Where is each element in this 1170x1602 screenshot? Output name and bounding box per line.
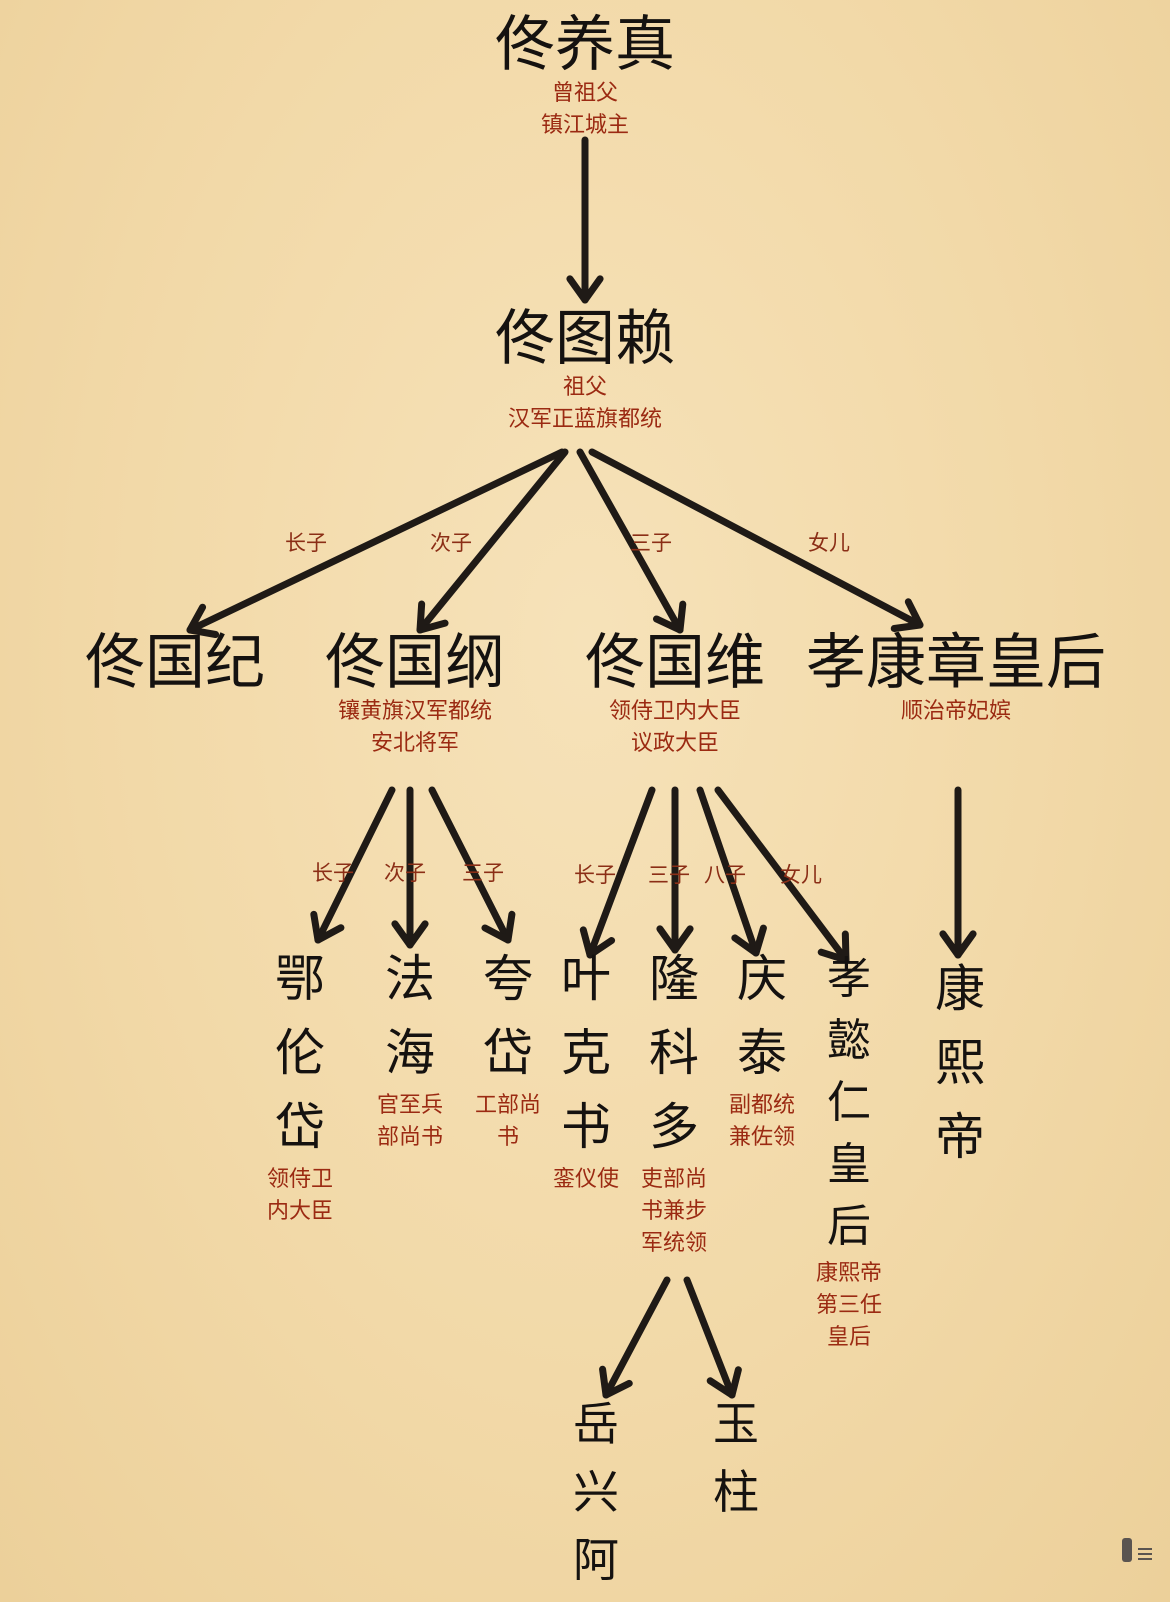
arrowhead-icon <box>656 925 694 954</box>
node-title: 安北将军 <box>370 731 459 756</box>
edge-tulai-guogang <box>416 448 569 634</box>
arrowhead-icon <box>416 600 449 634</box>
edge-relation-label: 长子 <box>285 531 327 555</box>
node-name: 佟国纪 <box>85 628 265 698</box>
node-title: 镶黄旗汉军都统 <box>337 699 492 724</box>
node-name: 鄂伦岱 <box>275 950 325 1156</box>
edge-relation-label: 次子 <box>384 861 426 885</box>
node-name: 康熙帝 <box>935 960 985 1166</box>
arrowhead-icon <box>652 600 687 634</box>
node-fahai: 法海 官至兵部尚书 <box>370 942 450 1154</box>
menu-icon[interactable] <box>1138 1548 1152 1560</box>
node-name: 孝康章皇后 <box>806 628 1106 698</box>
edge-guowei-yekeshu <box>586 786 656 959</box>
arrowhead-icon <box>566 275 604 304</box>
node-name: 庆泰 <box>737 950 787 1082</box>
node-tong-guogang: 佟国纲 镶黄旗汉军都统 安北将军 <box>300 630 530 760</box>
node-qingtai: 庆泰 副都统兼佐领 <box>722 942 802 1154</box>
node-title: 祖父 <box>562 375 607 400</box>
arrowhead-icon <box>579 926 616 959</box>
arrowhead-icon <box>731 924 767 957</box>
edge-relation-label: 三子 <box>462 861 504 885</box>
node-title: 官至兵部尚书 <box>376 1093 443 1150</box>
node-kuadai: 夸岱 工部尚书 <box>468 942 548 1154</box>
arrowhead-icon <box>310 910 345 944</box>
node-xiaokangzhang-empress: 孝康章皇后 顺治帝妃嫔 <box>800 630 1112 728</box>
edge-relation-label: 三子 <box>648 863 690 887</box>
node-xiaoyiren-empress: 孝懿仁皇后 康熙帝第三任皇后 <box>806 948 892 1354</box>
node-title: 领侍卫内大臣 <box>266 1167 333 1224</box>
edge-guowei-xiaoyiren <box>714 786 850 964</box>
node-tong-yangzhen: 佟养真 曾祖父 镇江城主 <box>485 12 685 142</box>
node-yuzhu: 玉柱 <box>696 1390 776 1526</box>
arrowhead-icon <box>939 930 977 959</box>
menu-icon-bar <box>1138 1558 1152 1560</box>
node-title: 銮仪使 <box>552 1167 619 1192</box>
node-elundai: 鄂伦岱 领侍卫内大臣 <box>260 942 340 1228</box>
edge-guogang-elundai <box>314 786 396 944</box>
arrowhead-icon <box>481 910 516 944</box>
node-yekeshu: 叶克书 銮仪使 <box>546 942 626 1196</box>
edge-guowei-qingtai <box>696 786 760 957</box>
edge-guogang-kuadai <box>428 786 512 944</box>
edge-longkeduo-yuexinga <box>602 1276 671 1399</box>
arrowhead-icon <box>817 930 850 964</box>
node-name: 夸岱 <box>483 950 533 1082</box>
edge-relation-label: 次子 <box>430 531 472 555</box>
node-name: 佟图赖 <box>495 304 675 374</box>
node-name: 岳兴阿 <box>573 1397 619 1587</box>
scrollbar-thumb[interactable] <box>1122 1538 1132 1562</box>
arrowhead-icon <box>391 920 429 949</box>
node-title: 工部尚书 <box>474 1093 541 1150</box>
edge-relation-label: 女儿 <box>808 531 850 555</box>
edge-tulai-guoji <box>186 448 566 634</box>
node-title: 领侍卫内大臣 <box>608 699 741 724</box>
node-name: 佟养真 <box>495 10 675 80</box>
node-name: 玉柱 <box>713 1397 759 1519</box>
node-longkeduo: 隆科多 吏部尚书兼步军统领 <box>634 942 714 1260</box>
node-name: 孝懿仁皇后 <box>827 953 871 1252</box>
edge-tulai-xiaokang <box>588 448 924 629</box>
node-name: 隆科多 <box>649 950 699 1156</box>
menu-icon-bar <box>1138 1553 1152 1555</box>
node-tong-guoji: 佟国纪 <box>70 630 280 696</box>
edge-relation-label: 女儿 <box>780 863 822 887</box>
node-tong-guowei: 佟国维 领侍卫内大臣 议政大臣 <box>560 630 790 760</box>
edge-longkeduo-yuzhu <box>683 1276 736 1399</box>
node-yuexinga: 岳兴阿 <box>556 1390 636 1594</box>
arrowhead-icon <box>890 598 924 632</box>
edge-tulai-guowei <box>576 448 684 634</box>
node-name: 佟国纲 <box>325 628 505 698</box>
node-name: 法海 <box>385 950 435 1082</box>
edge-relation-label: 长子 <box>312 861 354 885</box>
node-tong-tulai: 佟图赖 祖父 汉军正蓝旗都统 <box>445 306 725 436</box>
node-title: 顺治帝妃嫔 <box>900 699 1011 724</box>
node-name: 佟国维 <box>585 628 765 698</box>
arrowhead-icon <box>706 1366 742 1399</box>
menu-icon-bar <box>1138 1548 1152 1550</box>
node-title: 议政大臣 <box>630 731 719 756</box>
arrowhead-icon <box>599 1365 633 1399</box>
node-title: 吏部尚书兼步军统领 <box>640 1167 707 1256</box>
node-kangxi: 康熙帝 <box>920 952 1000 1174</box>
node-title: 镇江城主 <box>540 113 629 138</box>
arrowhead-icon <box>186 603 220 638</box>
edge-relation-label: 长子 <box>574 863 616 887</box>
node-title: 康熙帝第三任皇后 <box>815 1261 882 1350</box>
edge-relation-label: 三子 <box>630 531 672 555</box>
node-title: 曾祖父 <box>551 81 618 106</box>
node-title: 副都统兼佐领 <box>728 1093 795 1150</box>
node-name: 叶克书 <box>561 950 611 1156</box>
node-title: 汉军正蓝旗都统 <box>507 407 662 432</box>
edge-relation-label: 八子 <box>704 863 746 887</box>
